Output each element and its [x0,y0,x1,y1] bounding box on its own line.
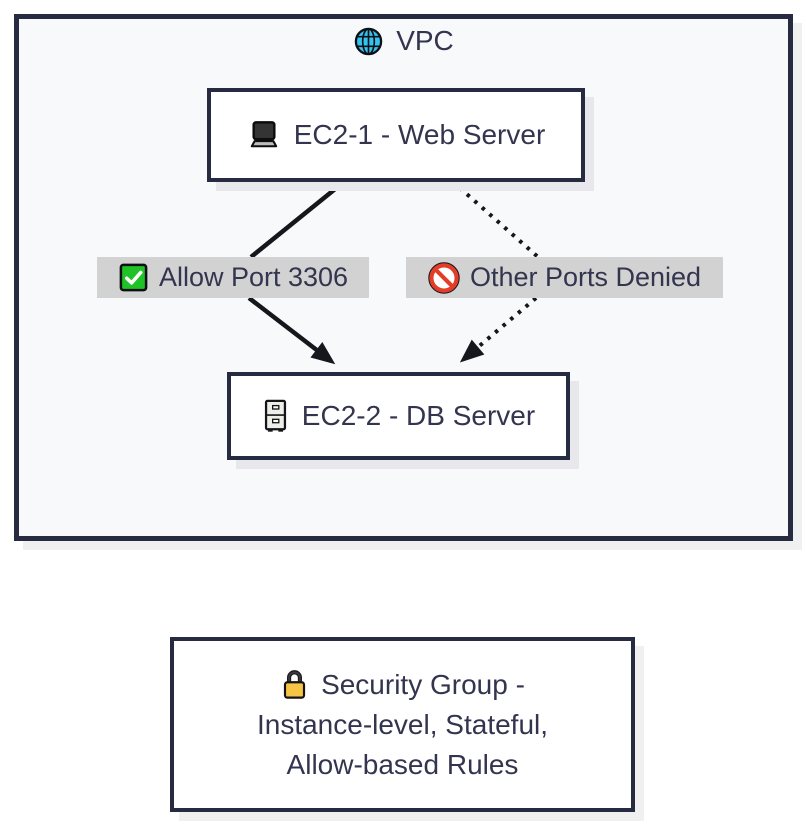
lock-icon [280,668,309,701]
edge-label-other-ports: Other Ports Denied [406,257,723,298]
security-group-line-1-text: Security Group - [321,668,525,700]
node-ec2-2-label: EC2-2 - DB Server [301,400,536,431]
laptop-icon [247,120,281,150]
node-security-group: Security Group - Instance-level, Statefu… [170,637,635,812]
check-icon [118,262,149,293]
security-group-line-2: Instance-level, Stateful, [256,708,549,740]
security-group-line-1: Security Group - [280,665,525,705]
node-ec2-1: EC2-1 - Web Server [207,88,585,182]
node-ec2-2: EC2-2 - DB Server [227,372,570,460]
globe-icon [353,26,384,57]
edge-label-deny-text: Other Ports Denied [469,262,702,292]
vpc-title-label: VPC [396,25,454,56]
edge-label-allow-text: Allow Port 3306 [158,262,349,292]
vpc-title: VPC [14,21,793,61]
node-ec2-1-label: EC2-1 - Web Server [293,119,546,150]
no-entry-icon [428,261,460,294]
file-cabinet-icon [262,399,289,433]
edge-label-allow-port: Allow Port 3306 [97,257,369,298]
security-group-line-3: Allow-based Rules [286,748,519,780]
